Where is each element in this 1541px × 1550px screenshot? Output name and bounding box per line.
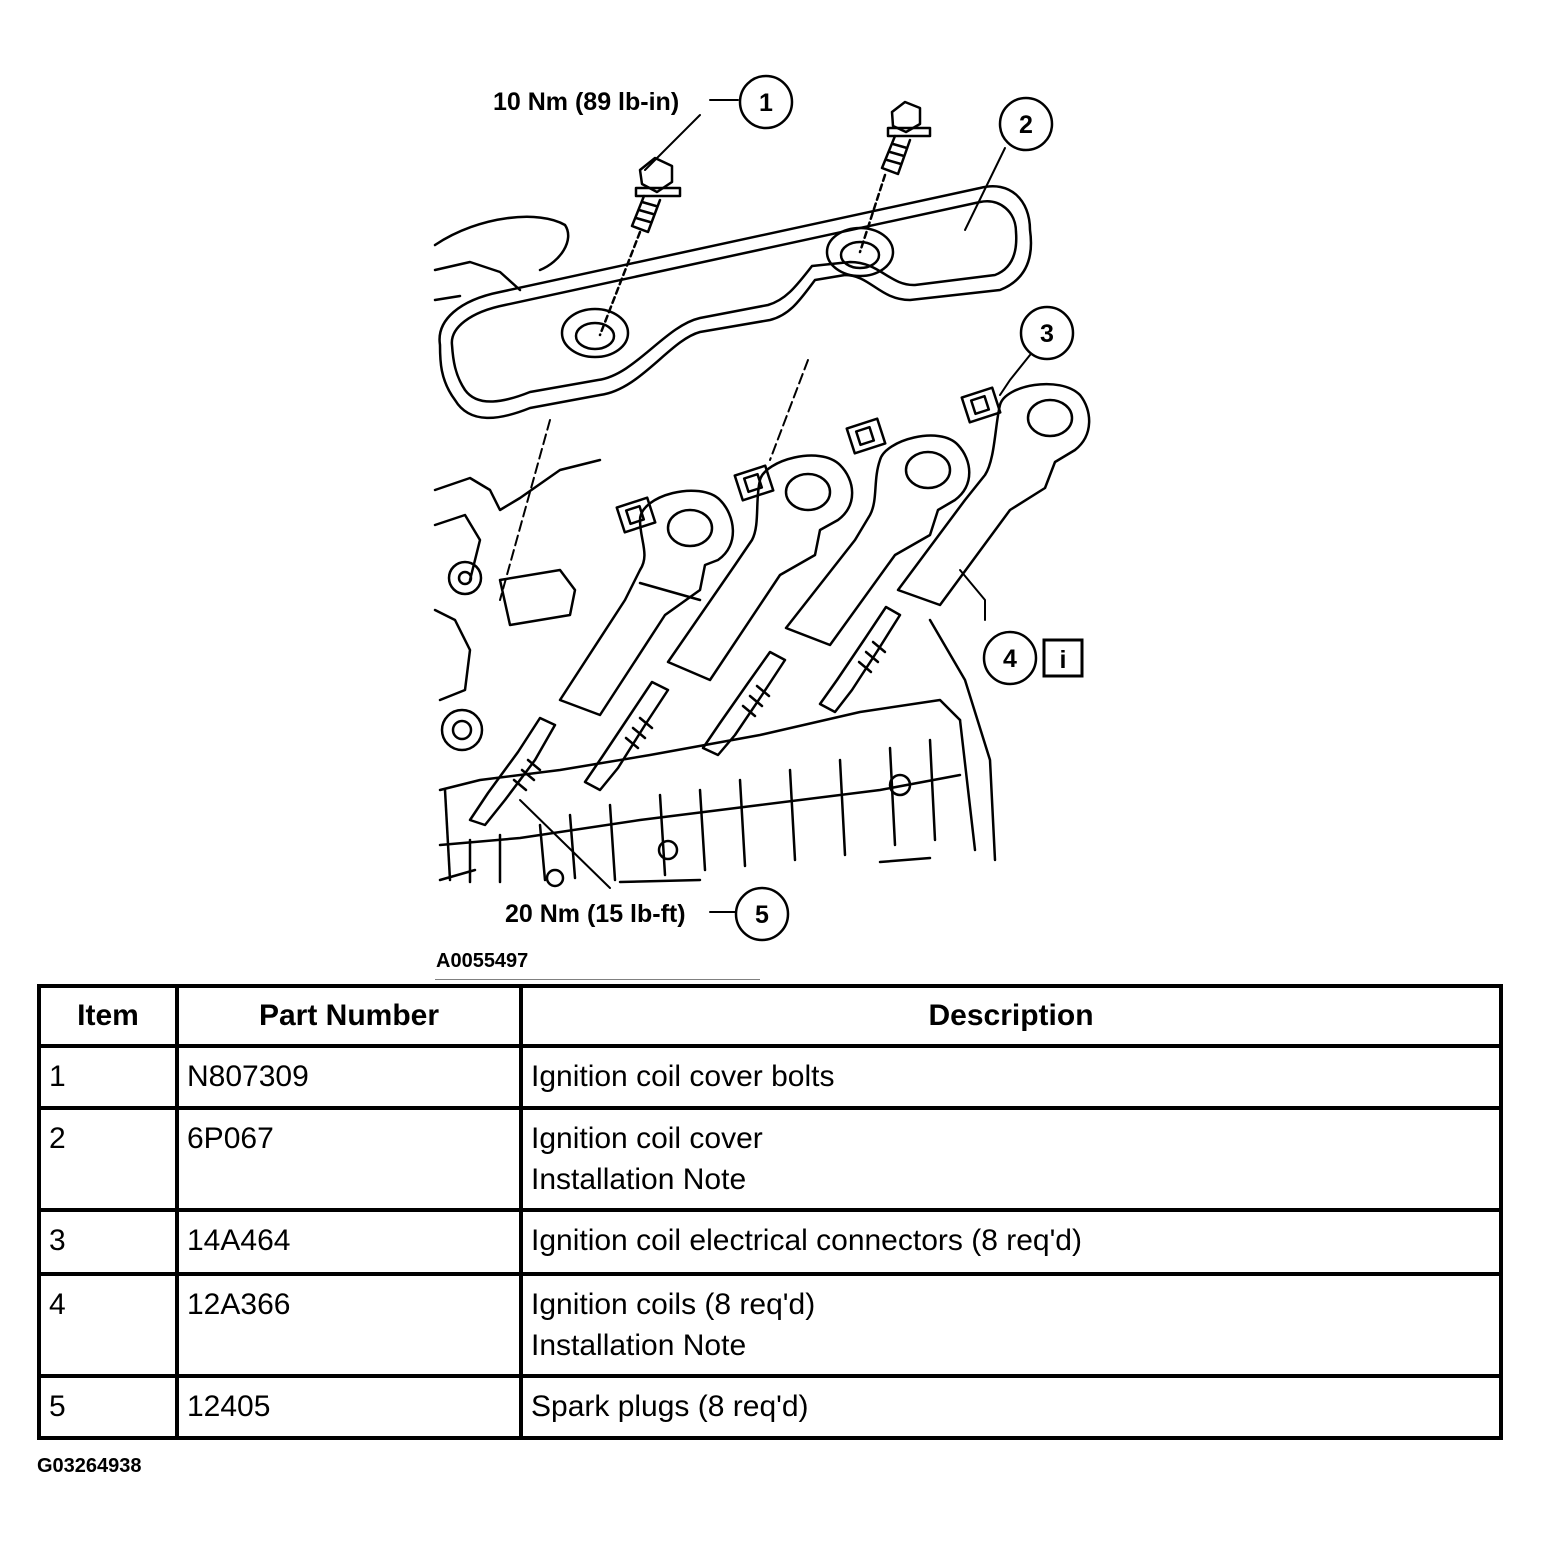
column-header-part-number: Part Number (175, 984, 523, 1048)
spark-plug-3 (701, 650, 787, 757)
ignition-coil-1 (558, 489, 735, 717)
table-row: 3 14A464 Ignition coil electrical connec… (37, 1208, 1503, 1276)
description-line: Ignition coil electrical connectors (8 r… (531, 1224, 1082, 1257)
cell-part-number: 12A366 (175, 1272, 523, 1378)
callout-2: 2 (998, 96, 1054, 152)
callout-4-number: 4 (1003, 645, 1017, 673)
cover-bolt-right (880, 100, 932, 176)
coil-connector-2 (733, 464, 775, 502)
parts-table: Item Part Number Description 1 N807309 I… (37, 984, 1503, 1440)
description-line: Installation Note (531, 1163, 747, 1196)
cell-item: 3 (37, 1208, 179, 1276)
footer-figure-id: G03264938 (37, 1455, 142, 1477)
cell-part-number: 12405 (175, 1374, 523, 1440)
coil-connector-4 (960, 386, 1002, 424)
table-row: 4 12A366 Ignition coils (8 req'd) Instal… (37, 1272, 1503, 1378)
description-line: Spark plugs (8 req'd) (531, 1390, 809, 1423)
callout-3-number: 3 (1040, 320, 1054, 348)
ignition-coil-4 (896, 382, 1091, 607)
callout-5-number: 5 (755, 901, 769, 929)
callout-1-number: 1 (759, 89, 773, 117)
ignition-coil-2 (666, 454, 854, 682)
table-header-row: Item Part Number Description (37, 984, 1503, 1048)
description-line: Ignition coil cover bolts (531, 1060, 835, 1093)
callout-1-torque: 10 Nm (89 lb-in) (493, 88, 679, 116)
ignition-coil-cover (438, 185, 1033, 420)
table-row: 2 6P067 Ignition coil cover Installation… (37, 1106, 1503, 1212)
cell-item: 1 (37, 1044, 179, 1110)
cell-part-number: N807309 (175, 1044, 523, 1110)
cell-description: Spark plugs (8 req'd) (519, 1374, 1503, 1440)
info-icon-label: i (1060, 646, 1067, 674)
column-header-item: Item (37, 984, 179, 1048)
callout-5-torque: 20 Nm (15 lb-ft) (505, 900, 686, 928)
description-line: Ignition coil cover (531, 1122, 763, 1155)
cell-part-number: 14A464 (175, 1208, 523, 1276)
callout-5: 20 Nm (15 lb-ft) 5 (505, 886, 790, 942)
description-line: Installation Note (531, 1329, 747, 1362)
leader-lines (499, 98, 1031, 913)
cover-bolt-left (630, 156, 682, 234)
column-header-description: Description (519, 984, 1503, 1048)
exploded-view-diagram: 10 Nm (89 lb-in) 1 2 3 4 i 20 Nm (15 lb-… (433, 74, 1091, 980)
cell-item: 4 (37, 1272, 179, 1378)
spark-plug-1 (468, 716, 557, 827)
cell-item: 5 (37, 1374, 179, 1440)
spark-plug-2 (583, 680, 670, 792)
figure-id: A0055497 (436, 950, 529, 972)
cell-item: 2 (37, 1106, 179, 1212)
info-icon (1042, 638, 1084, 678)
callout-3: 3 (1019, 305, 1075, 361)
callout-2-number: 2 (1019, 111, 1033, 139)
table-row: 5 12405 Spark plugs (8 req'd) (37, 1374, 1503, 1440)
cell-description: Ignition coil cover bolts (519, 1044, 1503, 1110)
cell-description: Ignition coil electrical connectors (8 r… (519, 1208, 1503, 1276)
cell-part-number: 6P067 (175, 1106, 523, 1212)
ignition-coil-3 (784, 434, 971, 647)
callout-1: 10 Nm (89 lb-in) 1 (493, 74, 794, 130)
spark-plug-4 (818, 605, 902, 714)
coil-connector-1 (615, 496, 657, 534)
table-row: 1 N807309 Ignition coil cover bolts (37, 1044, 1503, 1110)
cell-description: Ignition coil cover Installation Note (519, 1106, 1503, 1212)
coil-connector-3 (845, 417, 887, 455)
cell-description: Ignition coils (8 req'd) Installation No… (519, 1272, 1503, 1378)
description-line: Ignition coils (8 req'd) (531, 1288, 816, 1321)
callout-4: 4 i (982, 630, 1084, 686)
